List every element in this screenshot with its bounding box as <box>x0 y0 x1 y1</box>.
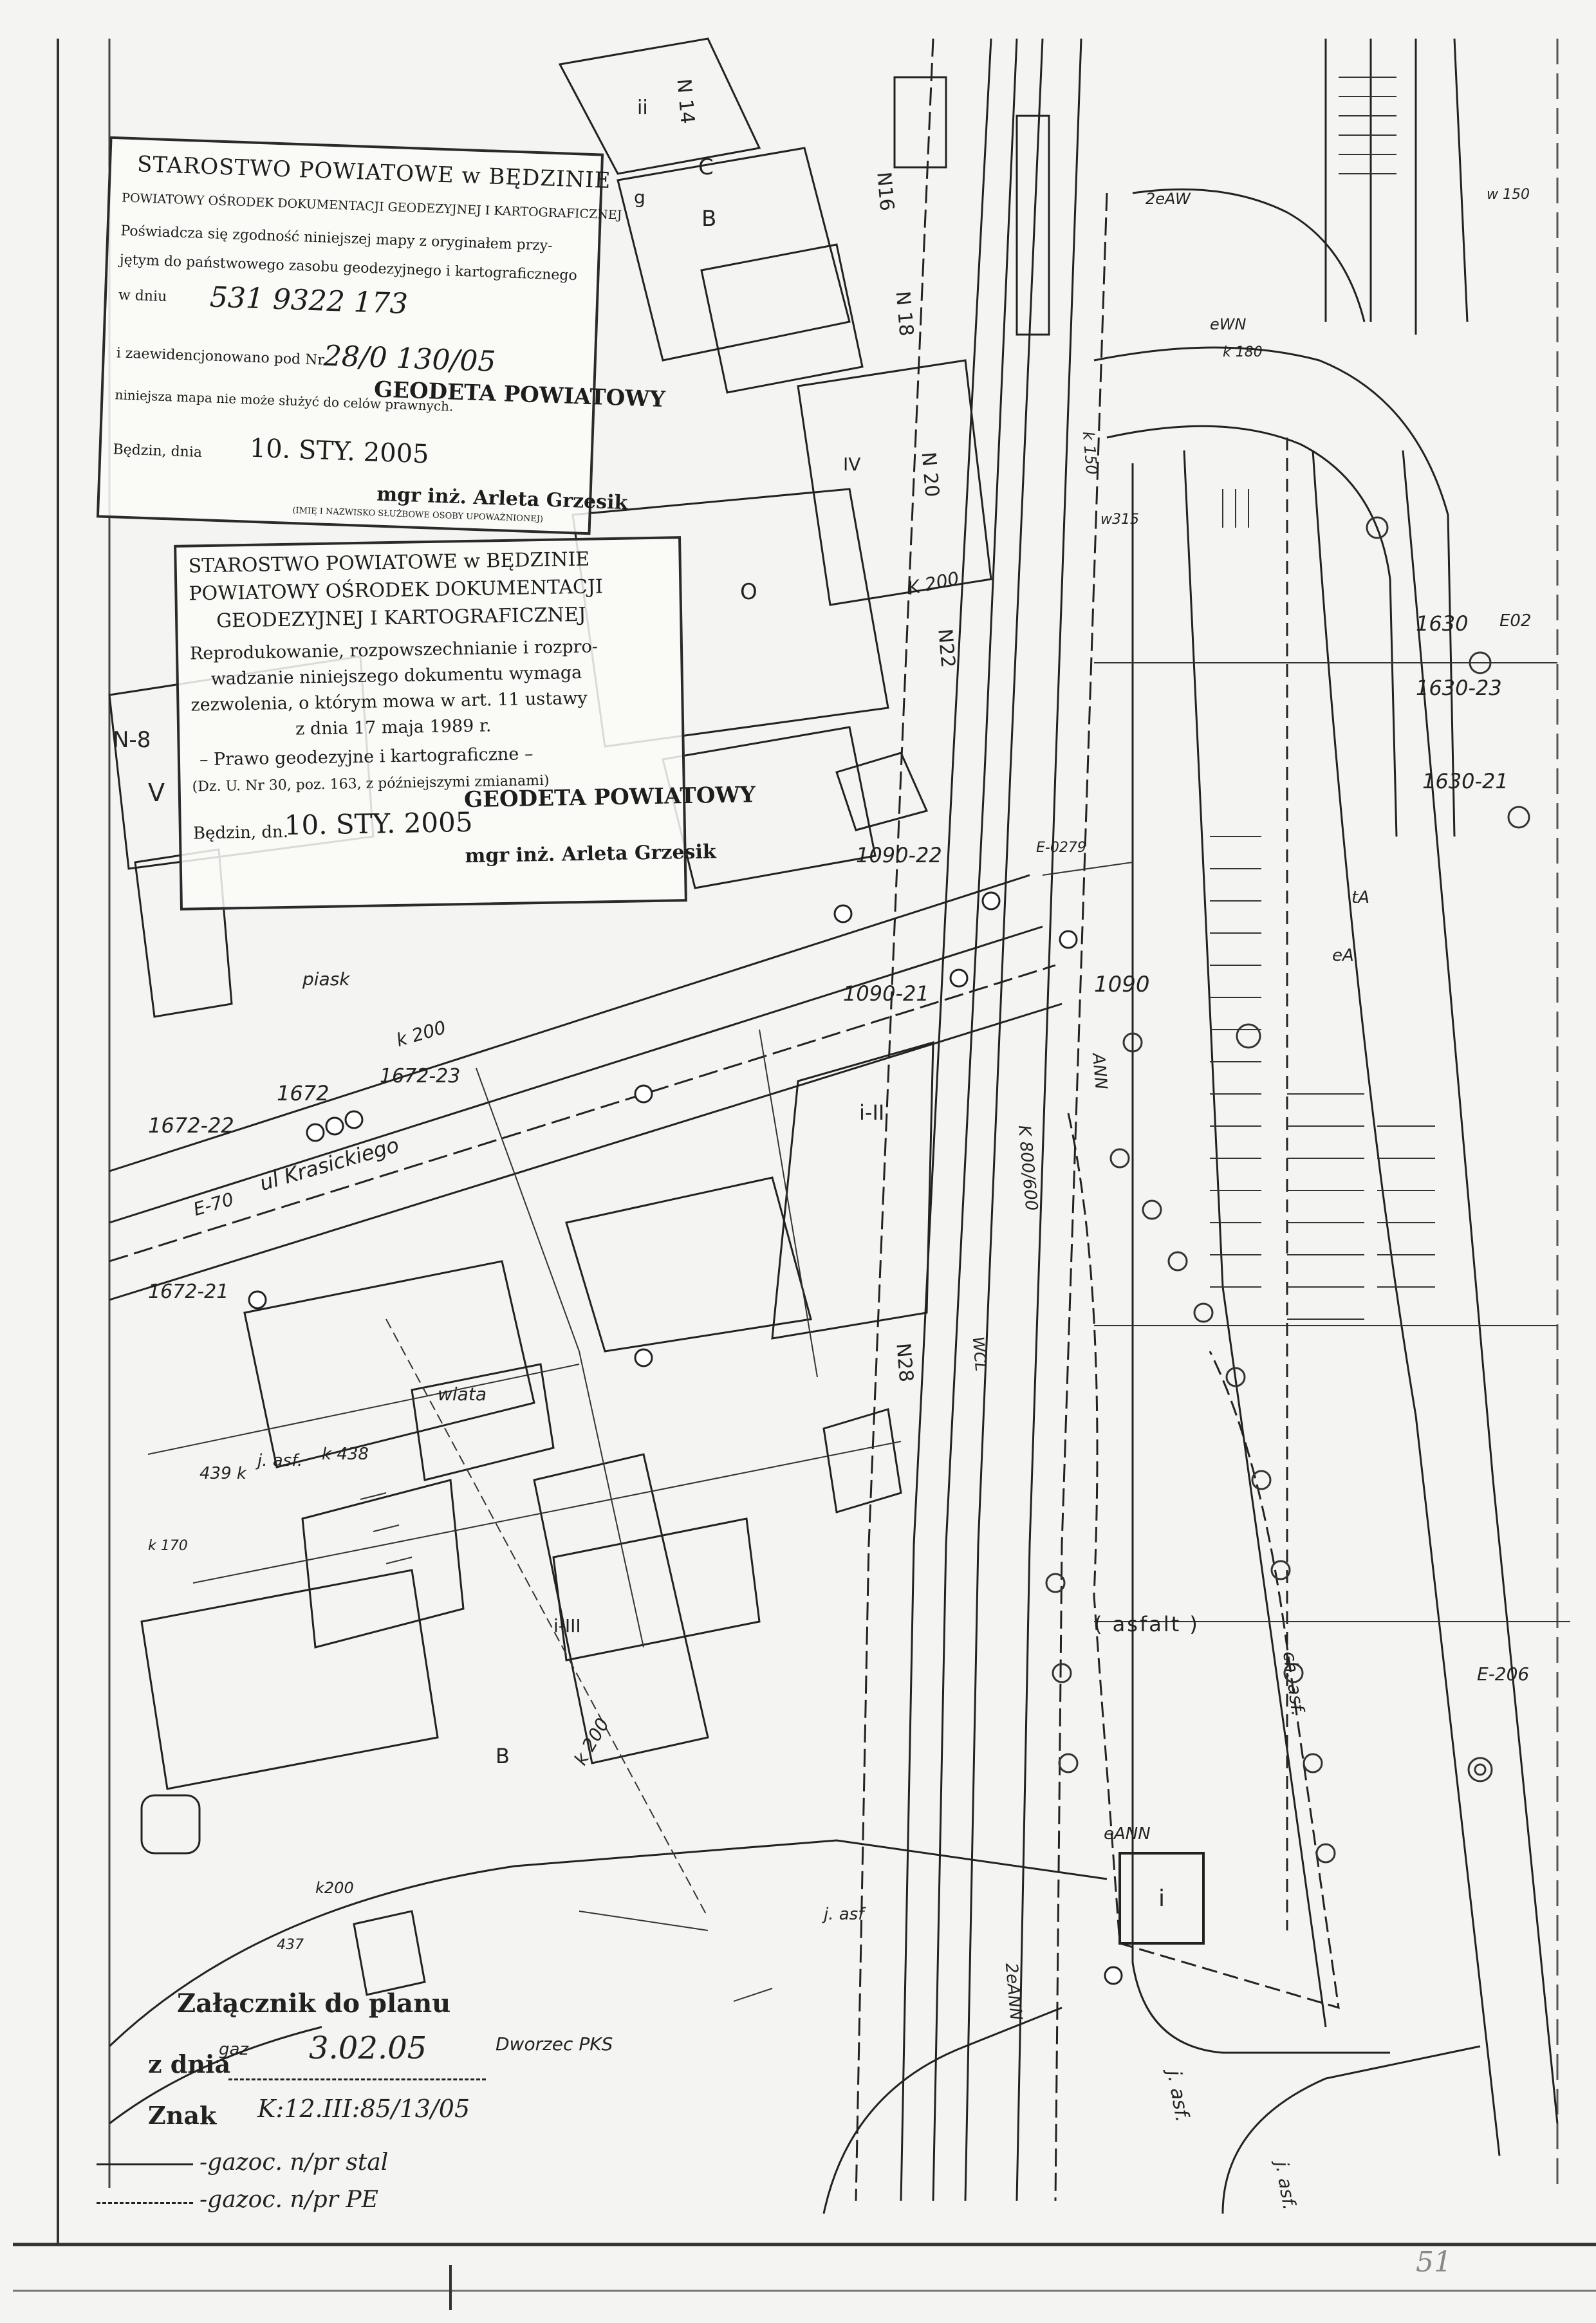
stamp2-line-2: wadzanie niniejszego dokumentu wymaga <box>210 662 582 689</box>
label-eann: eANN <box>1104 1824 1151 1844</box>
legend-pe-label: -gazoc. n/pr PE <box>200 2187 378 2213</box>
legend: -gazoc. n/pr stal -gazoc. n/pr PE <box>97 2143 483 2220</box>
label-building-o: O <box>740 579 757 605</box>
label-n16: N16 <box>872 171 898 212</box>
stamp-place-label: Będzin, dnia <box>113 441 203 461</box>
label-jasf-k: j. asf. <box>257 1451 303 1470</box>
stamp2-date: 10. STY. 2005 <box>284 806 473 841</box>
label-k438: k 438 <box>322 1445 369 1464</box>
attachment-sign-value: K:12.III:85/13/05 <box>257 2095 470 2123</box>
krasickiego-street <box>109 874 1062 1301</box>
attachment-sign-label: Znak <box>148 2101 217 2130</box>
label-building-i-ii: i-II <box>859 1100 885 1125</box>
reproduction-stamp: STAROSTWO POWIATOWE w BĘDZINIE POWIATOWY… <box>174 536 756 911</box>
stamp-statement-2: jętym do państwowego zasobu geodezyjnego… <box>119 252 578 284</box>
label-wcl: WCL <box>969 1335 990 1373</box>
label-1090: 1090 <box>1094 972 1150 997</box>
label-n20: N 20 <box>916 451 943 498</box>
label-n22: N22 <box>933 627 960 669</box>
label-e206: E-206 <box>1477 1663 1530 1685</box>
stamp-statement-1: Poświadcza się zgodność niniejszej mapy … <box>120 223 553 254</box>
stamp-register-label: i zaewidencjonowano pod Nr <box>116 345 325 369</box>
label-437: 437 <box>277 1937 304 1953</box>
page-number: 51 <box>1416 2246 1452 2279</box>
label-piasek: piask <box>302 968 350 990</box>
label-building-i: i <box>1158 1885 1165 1912</box>
stamp2-seal-title: GEODETA POWIATOWY <box>463 782 756 813</box>
label-w315: w315 <box>1100 512 1139 528</box>
label-k150: k 150 <box>1079 430 1101 476</box>
bus-station <box>108 1839 1481 2214</box>
label-n8: N-8 <box>113 727 151 753</box>
stamp-dnia-label: w dniu <box>118 287 167 306</box>
label-e027: E-0279 <box>1036 840 1086 856</box>
label-gaz: gaz <box>219 2040 249 2059</box>
label-building-b: B <box>701 206 717 232</box>
stamp2-place-label: Będzin, dn. <box>192 822 289 844</box>
stamp2-line-4: z dnia 17 maja 1989 r. <box>295 716 492 739</box>
label-1630-23: 1630-23 <box>1416 676 1502 700</box>
label-w150: w 150 <box>1487 187 1530 203</box>
label-1672-22: 1672-22 <box>148 1113 234 1138</box>
label-e02: E02 <box>1499 611 1532 631</box>
legend-steel-line <box>97 2163 193 2165</box>
label-building-v: V <box>148 779 165 807</box>
attachment-date-value: 3.02.05 <box>309 2030 427 2066</box>
label-1672: 1672 <box>277 1081 329 1106</box>
label-building-iv: IV <box>843 454 861 475</box>
parking-stalls <box>1210 836 1435 1320</box>
label-k170: k 170 <box>148 1538 188 1554</box>
buildings <box>108 37 1205 1996</box>
utility-lines <box>147 662 1570 2002</box>
label-k200-e: k200 <box>315 1879 354 1897</box>
stamp2-signer: mgr inż. Arleta Grzesik <box>465 840 716 868</box>
label-g: g <box>634 187 645 208</box>
label-dworzec: Dworzec PKS <box>496 2033 613 2055</box>
label-1090-21: 1090-21 <box>843 981 929 1006</box>
label-ta: tA <box>1351 888 1369 907</box>
stamp2-dept-2: GEODEZYJNEJ I KARTOGRAFICZNEJ <box>216 603 586 633</box>
stamp-office: STAROSTWO POWIATOWE w BĘDZINIE <box>136 151 612 194</box>
label-2eaw: 2eAW <box>1146 190 1191 208</box>
label-n28: N28 <box>891 1342 918 1384</box>
stamp-department: POWIATOWY OŚRODEK DOKUMENTACJI GEODEZYJN… <box>121 190 622 223</box>
label-k439: 439 k <box>200 1464 246 1483</box>
certification-stamp: STAROSTWO POWIATOWE w BĘDZINIE POWIATOWY… <box>96 136 665 535</box>
legend-pe-line <box>97 2202 193 2204</box>
attachment-date-label: z dnia <box>148 2050 231 2078</box>
stamp2-line-1: Reprodukowanie, rozpowszechnianie i rozp… <box>189 636 598 664</box>
stamp-register-value: 28/0 130/05 <box>322 339 497 378</box>
label-1630-21: 1630-21 <box>1422 769 1508 793</box>
label-1090-22: 1090-22 <box>856 843 942 867</box>
label-n18: N 18 <box>891 290 918 337</box>
label-n14: N 14 <box>672 78 699 125</box>
label-building-i-iii: i-III <box>553 1615 581 1636</box>
label-1672-23: 1672-23 <box>380 1065 461 1087</box>
stamp-dnia-value: 531 9322 173 <box>209 281 409 321</box>
stamp2-dept-1: POWIATOWY OŚRODEK DOKUMENTACJI <box>189 575 604 606</box>
label-asfalt: ( asfalt ) <box>1094 1612 1200 1636</box>
label-building-c: C <box>698 154 714 180</box>
attachment-date-underline <box>228 2078 486 2080</box>
label-building-b2: B <box>496 1744 510 1768</box>
label-1672-21: 1672-21 <box>148 1281 229 1303</box>
stamp2-line-5: – Prawo geodezyjne i kartograficzne – <box>199 744 534 770</box>
stamp-date: 10. STY. 2005 <box>248 433 430 470</box>
label-1630: 1630 <box>1416 611 1469 636</box>
label-building-ii: ii <box>637 97 648 119</box>
label-ea: eA <box>1332 946 1354 965</box>
stamp2-office: STAROSTWO POWIATOWE w BĘDZINIE <box>188 548 590 578</box>
label-k180: k 180 <box>1223 344 1263 360</box>
attachment-title: Załącznik do planu <box>177 1988 451 2019</box>
label-wiata: wiata <box>438 1384 487 1405</box>
label-ewn: eWN <box>1210 315 1247 333</box>
wells <box>248 891 1123 1985</box>
legend-steel-label: -gazoc. n/pr stal <box>200 2149 389 2176</box>
stamp2-line-3: zezwolenia, o którym mowa w art. 11 usta… <box>190 688 588 716</box>
label-jasf-2: j. asf <box>824 1905 864 1924</box>
label-ann: ANN <box>1088 1052 1111 1091</box>
